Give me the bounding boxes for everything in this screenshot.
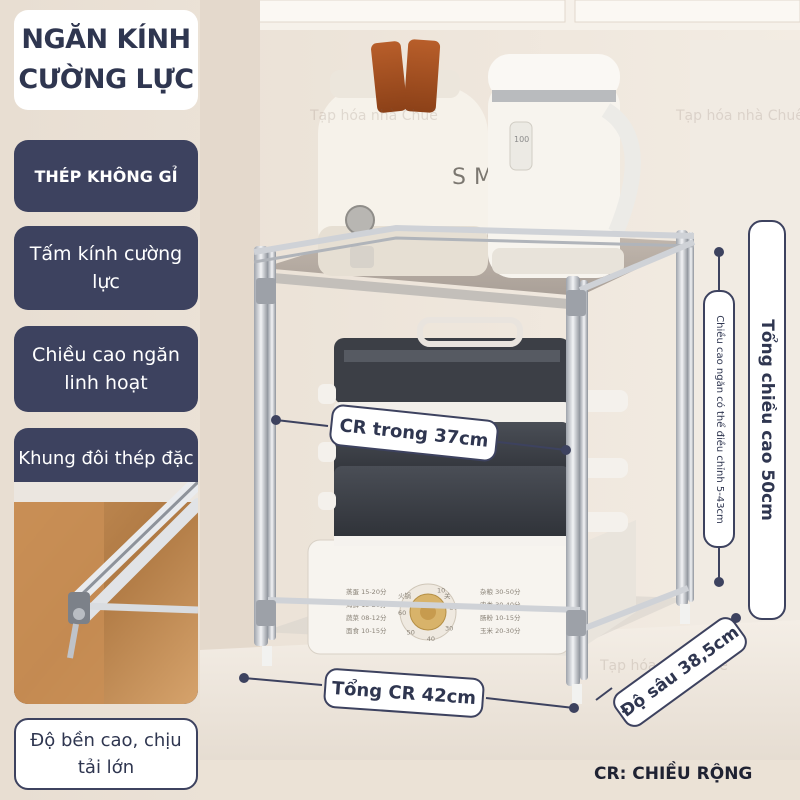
shelf-front-edge (262, 272, 580, 310)
counter-top (200, 620, 800, 800)
counter-front (200, 760, 800, 800)
timer-label: 杂粮 30-50分 (480, 587, 521, 596)
cabinet-door-left (254, 0, 566, 23)
dial-number: 30 (445, 624, 453, 632)
title-line-1: NGĂN KÍNH (21, 24, 191, 55)
watermark: Tạp hóa nhà Chuê (310, 108, 438, 124)
total-height-label: Tổng chiều cao 50cm (748, 220, 786, 620)
feature-stainless-steel: THÉP KHÔNG GỈ (14, 140, 198, 212)
steel-frame (253, 224, 696, 704)
timer-label: 面食 10-15分 (346, 626, 387, 635)
dial-label: 关 (444, 591, 451, 600)
frame-closeup-image (14, 482, 198, 704)
title-badge: NGĂN KÍNH CƯỜNG LỰC (14, 10, 198, 110)
timer-label: 玉米 20-30分 (480, 626, 521, 635)
dial-number: 60 (398, 609, 406, 617)
width-abbreviation-note: CR: CHIỀU RỘNG (594, 764, 753, 784)
title-line-2: CƯỜNG LỰC (18, 64, 194, 95)
feature-label: Khung đôi thép đặc (18, 448, 194, 469)
toast-slices (371, 39, 441, 113)
dial-number: 50 (407, 628, 415, 636)
feature-label: Chiều cao ngăn linh hoạt (32, 344, 180, 394)
feature-label: Tấm kính cường lực (29, 243, 183, 293)
dial-number: 40 (427, 635, 435, 643)
adjustable-height-label: Chiều cao ngăn có thể điều chỉnh 5-43cm (703, 290, 735, 548)
feature-double-frame: Khung đôi thép đặc (14, 428, 198, 704)
kettle-display: 100 (514, 135, 529, 144)
timer-label: 肠粉 10-15分 (480, 613, 521, 622)
adjustable-height-text: Chiều cao ngăn có thể điều chỉnh 5-43cm (713, 314, 725, 524)
cooker-appliance (307, 520, 636, 656)
cabinet-door-right (574, 0, 800, 23)
feature-label: Độ bền cao, chịu tải lớn (30, 730, 182, 778)
feature-tempered-glass: Tấm kính cường lực (14, 226, 198, 310)
feature-adjustable-height: Chiều cao ngăn linh hoạt (14, 326, 198, 412)
dial-number: 10 (437, 587, 445, 595)
total-height-text: Tổng chiều cao 50cm (757, 319, 777, 521)
timer-label: 蔬菜 08-12分 (346, 613, 387, 622)
feature-durability: Độ bền cao, chịu tải lớn (14, 718, 198, 790)
watermark: Tạp hóa nhà Chuê (676, 108, 800, 124)
dial-label: 火锅 (398, 591, 412, 600)
timer-label: 蒸蛋 15-20分 (346, 587, 387, 596)
marble-surface (14, 482, 198, 502)
feature-label: THÉP KHÔNG GỈ (34, 166, 178, 186)
